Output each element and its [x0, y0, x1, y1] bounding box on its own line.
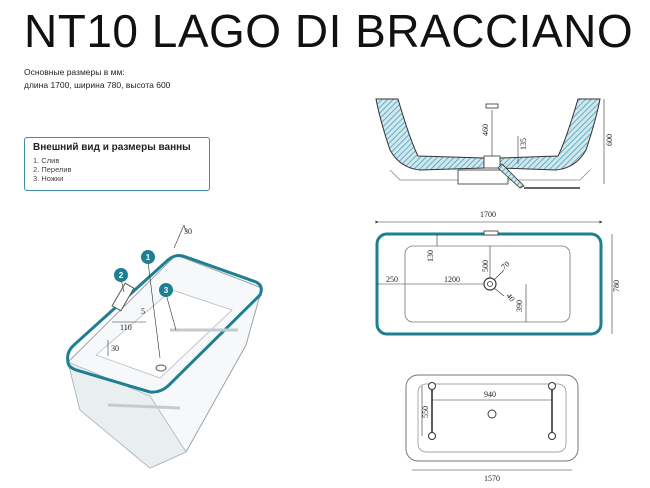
section-dim-drain-height: 135 [519, 138, 528, 150]
legend-item-overflow: 2. Перелив [33, 165, 72, 174]
legend-title: Внешний вид и размеры ванны [33, 142, 191, 153]
iso-drain [155, 364, 167, 372]
iso-dim-rim-offset: 30 [184, 227, 192, 236]
iso-inner-basin [95, 289, 233, 379]
callout-1: 1 [141, 250, 155, 264]
callout-3-label: 3 [164, 286, 169, 295]
section-left-wall [375, 98, 485, 171]
iso-dim-drain-offset: 30 [111, 344, 119, 353]
top-dim-side-offset: 250 [386, 275, 398, 284]
iso-side-shade [67, 361, 187, 469]
legend-item-feet: 3. Ножки [33, 174, 64, 183]
main-dimensions-note: Основные размеры в мм: длина 1700, ширин… [24, 66, 170, 92]
legend-box: Внешний вид и размеры ванны 1. Слив 2. П… [24, 137, 210, 191]
bottom-dim-base-length: 1570 [484, 474, 500, 483]
top-dim-drain-diameter: 70 [500, 259, 512, 271]
bottom-view: 940 550 1570 [405, 374, 579, 483]
bottom-drain [487, 409, 497, 419]
iso-dim-overflow-width: 110 [120, 323, 132, 332]
section-dim-overflow-height: 460 [481, 124, 490, 136]
iso-overflow-plate [111, 282, 135, 312]
callout-2: 2 [114, 268, 128, 282]
legend-item-drain: 1. Слив [33, 156, 60, 165]
callout-3: 3 [159, 283, 173, 297]
top-dim-drain-y: 500 [481, 260, 490, 272]
bottom-dim-feet-width: 550 [421, 406, 430, 418]
section-view: 460 600 135 [375, 98, 614, 189]
top-dim-top-offset: 130 [426, 250, 435, 262]
callout-1-label: 1 [146, 253, 151, 262]
page-title: NT10 LAGO DI BRACCIANO [24, 5, 634, 57]
top-dim-drain-x: 390 [515, 300, 524, 312]
dimensions-heading: Основные размеры в мм: [24, 67, 125, 77]
top-dim-width: 780 [612, 280, 621, 292]
callout-2-label: 2 [119, 271, 124, 280]
top-view: 1700 780 250 130 1200 500 70 40 390 [375, 210, 621, 336]
top-dim-drain-inner: 40 [504, 292, 516, 304]
section-right-wall [499, 98, 601, 171]
section-dim-total-height: 600 [605, 134, 614, 146]
dimensions-values: длина 1700, ширина 780, высота 600 [24, 80, 171, 90]
isometric-view: 30 110 5 30 1 2 3 [66, 224, 263, 469]
iso-rim [66, 254, 263, 394]
top-dim-length: 1700 [480, 210, 496, 219]
bottom-dim-feet-distance: 940 [484, 390, 496, 399]
iso-dim-overflow-height: 5 [141, 307, 145, 316]
top-dim-inner-length: 1200 [444, 275, 460, 284]
